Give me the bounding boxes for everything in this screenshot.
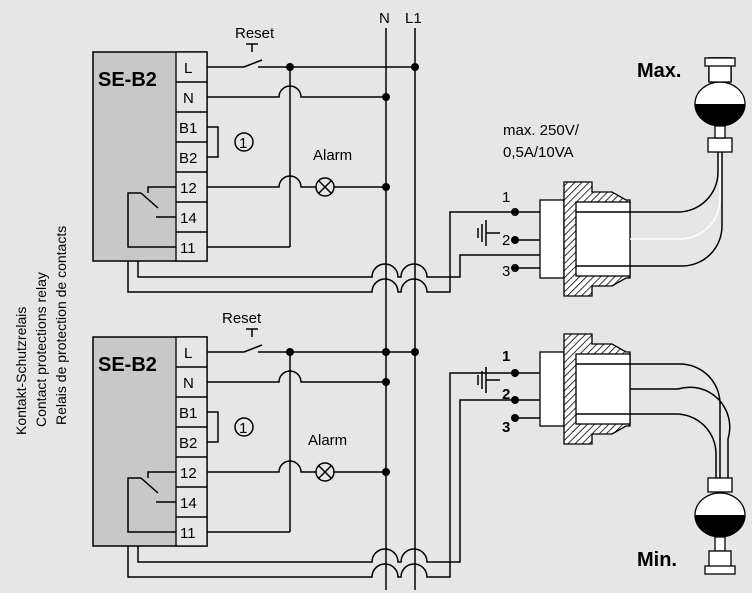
terminal-strip — [175, 51, 208, 262]
internal-contact-11 — [127, 477, 176, 533]
fitting-bore — [575, 201, 631, 277]
terminal-12: 12 — [180, 180, 197, 197]
terminal-b2: B2 — [179, 435, 197, 452]
fitting-body — [539, 351, 565, 427]
marker-circle-icon — [234, 417, 254, 437]
contact-2-label: 2 — [502, 232, 510, 249]
reset-label: Reset — [222, 310, 262, 327]
bus-n-label: N — [379, 10, 390, 27]
cable-top — [127, 211, 515, 293]
reset-switch-icon — [243, 344, 263, 353]
terminal-b2: B2 — [179, 150, 197, 167]
contact-1-label: 1 — [502, 348, 510, 365]
b1-b2-bridge — [207, 126, 219, 158]
rating-line-2: 0,5A/10VA — [503, 144, 574, 161]
terminal-11: 11 — [180, 525, 196, 542]
bus-l1-label: L1 — [405, 10, 422, 27]
terminal-11: 11 — [180, 240, 196, 257]
internal-contact-12 — [147, 471, 176, 478]
terminal-14: 14 — [180, 495, 197, 512]
terminal-n: N — [183, 90, 194, 107]
relay-title: SE-B2 — [98, 354, 157, 376]
terminal-b1: B1 — [179, 405, 197, 422]
relay-side-labels: Kontakt-Schutzrelais Contact protections… — [13, 226, 69, 435]
terminal-strip — [175, 336, 208, 547]
side-label-en: Contact protections relay — [33, 272, 49, 427]
float-switch-max: max. 250V/ 0,5A/10VA 1 2 3 Max. — [477, 57, 746, 297]
relay-title: SE-B2 — [98, 69, 157, 91]
contact-3-label: 3 — [502, 419, 510, 436]
rating-line-1: max. 250V/ — [503, 122, 580, 139]
side-label-fr: Relais de protection de contacts — [53, 226, 69, 425]
side-label-de: Kontakt-Schutzrelais — [13, 307, 29, 435]
relay-top: SE-B2 L N B1 B2 12 14 11 1 Reset — [92, 25, 419, 262]
float-pipe — [630, 363, 721, 478]
b1-b2-bridge — [207, 411, 219, 443]
switch-max-label: Max. — [637, 60, 681, 82]
terminal-b1: B1 — [179, 120, 197, 137]
alarm-label: Alarm — [308, 432, 347, 449]
float-coupling — [707, 137, 733, 153]
float-pipe — [630, 150, 719, 213]
marker-number: 1 — [239, 135, 247, 152]
float-coupling — [707, 477, 733, 493]
reset-switch-icon — [243, 59, 263, 68]
contact-blade-icon — [140, 192, 159, 209]
terminal-12: 12 — [180, 465, 197, 482]
terminal-l: L — [184, 345, 192, 362]
contact-blade-icon — [140, 477, 159, 494]
internal-contact-11 — [127, 192, 176, 248]
terminal-14: 14 — [180, 210, 197, 227]
cable-bottom — [127, 372, 515, 578]
alarm-label: Alarm — [313, 147, 352, 164]
relay-bottom: SE-B2 L N B1 B2 12 14 11 1 Reset — [92, 310, 419, 547]
reset-label: Reset — [235, 25, 275, 42]
float-switch-min: 1 2 3 Min. — [477, 333, 746, 575]
fitting-bore — [575, 353, 631, 425]
switch-min-label: Min. — [637, 549, 677, 571]
terminal-l: L — [184, 60, 192, 77]
terminal-n: N — [183, 375, 194, 392]
fitting-body — [539, 199, 565, 279]
bus-lines: N L1 — [379, 10, 422, 590]
marker-circle-icon — [234, 132, 254, 152]
contact-2-label: 2 — [502, 386, 510, 403]
contact-3-label: 3 — [502, 263, 510, 280]
marker-number: 1 — [239, 420, 247, 437]
internal-contact-12 — [147, 186, 176, 193]
contact-1-label: 1 — [502, 189, 510, 206]
